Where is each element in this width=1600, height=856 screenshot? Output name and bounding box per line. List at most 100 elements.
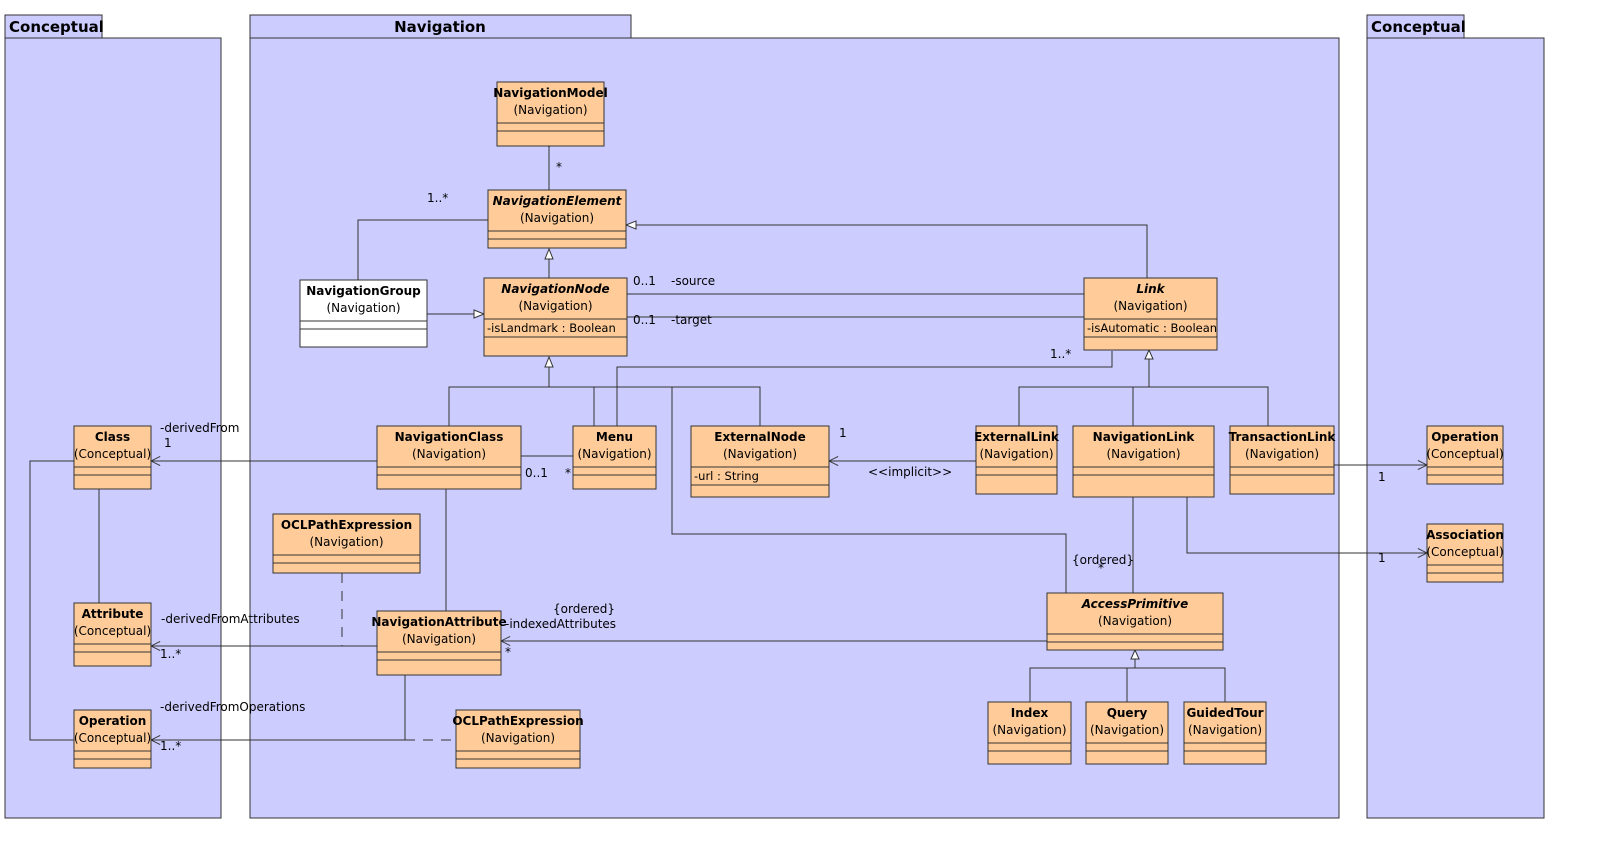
gen-arrowhead	[473, 309, 486, 319]
class-box-navigation-link[interactable]: NavigationLink(Navigation)	[1072, 425, 1215, 498]
class-name: AccessPrimitive	[1081, 597, 1188, 611]
class-package-label: (Conceptual)	[74, 731, 151, 745]
class-package-label: (Navigation)	[513, 103, 587, 117]
class-package-label: (Navigation)	[1188, 723, 1262, 737]
class-name: Menu	[596, 430, 633, 444]
package-title: Conceptual	[1371, 18, 1466, 36]
class-package-label: (Navigation)	[1090, 723, 1164, 737]
assoc-navlink-association	[1186, 497, 1427, 553]
class-attribute: -url : String	[694, 469, 759, 483]
class-box-query[interactable]: Query(Navigation)	[1085, 701, 1169, 765]
label-implicit-stereotype: <<implicit>>	[868, 465, 952, 479]
class-box-operation-r[interactable]: Operation (Conceptual)	[1426, 425, 1504, 485]
gen-arrowhead	[1144, 348, 1154, 360]
class-package-label: (Navigation)	[518, 299, 592, 313]
association-labels: * 1..* 0..1 -source 0..1 -target 1..* -d…	[160, 160, 1386, 753]
label-source-multiplicity: 0..1	[633, 274, 656, 288]
class-name: OCLPathExpression	[452, 714, 583, 728]
class-box-access-primitive[interactable]: AccessPrimitive(Navigation)	[1046, 592, 1224, 651]
class-box-navigation-group[interactable]: NavigationGroup(Navigation)	[299, 279, 428, 348]
class-box-frame	[1183, 701, 1267, 765]
class-name: Index	[1011, 706, 1049, 720]
class-name: ExternalNode	[714, 430, 806, 444]
class-package-label: (Conceptual)	[1426, 447, 1503, 461]
class-box-operation-c[interactable]: Operation(Conceptual)	[73, 709, 152, 769]
generalization-tree-links	[1018, 359, 1269, 426]
class-package-label: (Conceptual)	[74, 624, 151, 638]
label-external-multiplicity: 1	[839, 426, 847, 440]
class-package-label: (Navigation)	[481, 731, 555, 745]
class-box-navigation-node[interactable]: NavigationNode(Navigation)-isLandmark : …	[483, 277, 628, 357]
class-package-label: (Navigation)	[1245, 447, 1319, 461]
composition-class-operation	[29, 456, 90, 741]
class-box-navigation-class[interactable]: NavigationClass(Navigation)	[376, 425, 522, 490]
class-box-external-node[interactable]: ExternalNode (Navigation) -url : String	[690, 425, 830, 498]
class-box-navigation-element[interactable]: NavigationElement (Navigation)	[487, 189, 627, 249]
class-package-label: (Navigation)	[577, 447, 651, 461]
class-box-frame	[455, 709, 581, 769]
class-box-frame	[1083, 277, 1218, 351]
class-package-label: (Navigation)	[402, 632, 476, 646]
class-box-frame	[376, 425, 522, 490]
label-target-role: -target	[671, 313, 712, 327]
class-box-frame	[1426, 523, 1504, 583]
class-box-navigation-attribute[interactable]: NavigationAttribute(Navigation)	[371, 610, 507, 676]
package-navigation: Navigation	[249, 14, 1340, 819]
class-box-frame	[1072, 425, 1215, 498]
class-box-oclpath-expression1[interactable]: OCLPathExpression (Navigation)	[272, 513, 421, 574]
class-package-label: (Navigation)	[412, 447, 486, 461]
class-name: TransactionLink	[1229, 430, 1337, 444]
class-name: Operation	[1431, 430, 1499, 444]
class-box-attribute-c[interactable]: Attribute(Conceptual)	[73, 602, 152, 667]
package-title: Conceptual	[9, 18, 104, 36]
label-derived-from-multiplicity: 1	[164, 436, 172, 450]
label-model-multiplicity: *	[556, 160, 562, 174]
class-box-frame	[1046, 592, 1224, 651]
class-package-label: (Navigation)	[979, 447, 1053, 461]
class-box-frame	[73, 602, 152, 667]
class-box-menu[interactable]: Menu (Navigation)	[572, 425, 657, 490]
label-source-role: -source	[671, 274, 715, 288]
generalization-accessprimitive-node	[671, 387, 1067, 593]
gen-arrowhead	[544, 355, 554, 368]
class-name: NavigationElement	[493, 194, 623, 208]
class-box-frame	[483, 277, 628, 357]
generalization-link-element	[626, 224, 1148, 278]
label-menu-01: 0..1	[525, 466, 548, 480]
class-package-label: (Navigation)	[309, 535, 383, 549]
class-package-label: (Navigation)	[992, 723, 1066, 737]
class-package-label: (Conceptual)	[74, 447, 151, 461]
class-box-transaction-link[interactable]: TransactionLink (Navigation)	[1229, 425, 1337, 495]
generalization-arrowheads	[473, 220, 1154, 660]
class-box-frame	[299, 279, 428, 348]
class-box-navigation-model[interactable]: NavigationModel (Navigation)	[493, 81, 608, 147]
gen-arrowhead	[624, 220, 637, 230]
class-package-label: (Conceptual)	[1426, 545, 1503, 559]
class-box-external-link[interactable]: ExternalLink(Navigation)	[974, 425, 1060, 495]
class-box-frame	[1229, 425, 1335, 495]
class-name: Link	[1136, 282, 1165, 296]
class-box-link[interactable]: Link(Navigation)-isAutomatic : Boolean	[1083, 277, 1218, 351]
class-attribute: -isLandmark : Boolean	[487, 321, 616, 335]
assoc-link-menu	[616, 351, 1113, 426]
label-derived-ops-multiplicity: 1..*	[160, 739, 181, 753]
label-ordered-access: {ordered}	[1072, 553, 1134, 567]
class-name: NavigationModel	[493, 86, 607, 100]
gen-arrowhead	[1130, 648, 1140, 660]
label-derived-from: -derivedFrom	[160, 421, 239, 435]
class-package-label: (Navigation)	[520, 211, 594, 225]
class-box-frame	[487, 189, 627, 249]
aggregation-group-element	[353, 219, 488, 296]
label-menu-star: *	[565, 466, 571, 480]
class-package-label: (Navigation)	[723, 447, 797, 461]
class-box-frame	[1085, 701, 1169, 765]
label-group-multiplicity: 1..*	[427, 191, 448, 205]
class-name: OCLPathExpression	[281, 518, 412, 532]
class-box-class-c[interactable]: Class(Conceptual)	[73, 425, 152, 490]
class-box-association-r[interactable]: Association(Conceptual)	[1426, 523, 1504, 583]
class-box-index[interactable]: Index (Navigation)	[987, 701, 1072, 765]
package-conceptual-right: Conceptual	[1366, 14, 1545, 819]
class-box-oclpath-expression2[interactable]: OCLPathExpression (Navigation)	[452, 709, 584, 769]
class-box-guided-tour[interactable]: GuidedTour(Navigation)	[1183, 701, 1267, 765]
